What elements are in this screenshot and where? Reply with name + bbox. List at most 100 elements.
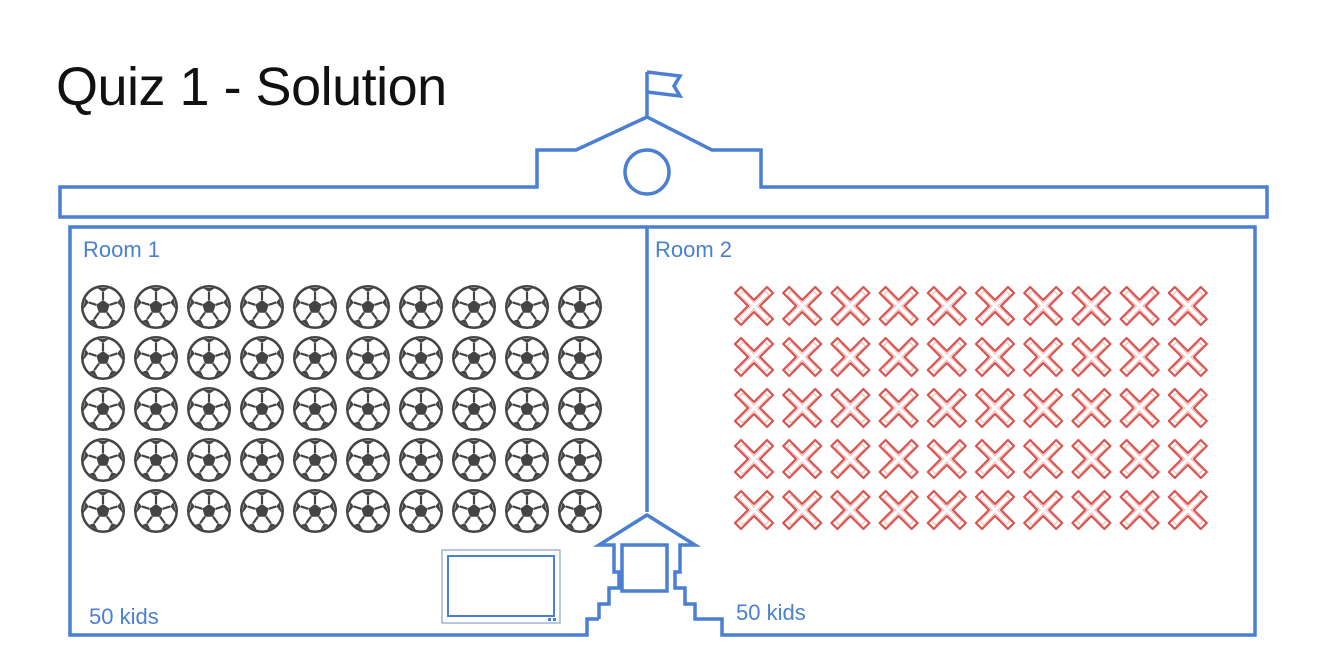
room-2-count: 50 kids <box>736 600 806 625</box>
room-1-label: Room 1 <box>83 237 160 262</box>
x-mark-icon <box>878 285 919 327</box>
soccer-ball-icon <box>238 283 286 331</box>
soccer-ball-icon <box>79 487 127 535</box>
x-mark-icon <box>733 438 775 480</box>
entrance <box>592 512 710 621</box>
soccer-ball-icon <box>238 385 286 433</box>
x-mark-icon <box>1119 489 1160 531</box>
x-mark-icon <box>1119 285 1160 327</box>
x-mark-icon <box>733 489 775 531</box>
soccer-ball-icon <box>185 385 233 433</box>
soccer-ball-icon <box>503 436 551 484</box>
soccer-ball-icon <box>291 487 339 535</box>
x-mark-icon <box>1167 489 1208 531</box>
soccer-ball-icon <box>132 334 180 382</box>
screen-icon <box>441 549 561 624</box>
x-mark-icon <box>1167 336 1208 378</box>
x-mark-icon <box>1023 285 1064 327</box>
x-mark-icon <box>926 489 967 531</box>
soccer-ball-icon <box>238 334 286 382</box>
room-walls <box>68 225 1257 637</box>
page-title: Quiz 1 - Solution <box>56 57 447 117</box>
entrance-door <box>620 543 669 593</box>
x-mark-icon <box>974 438 1016 480</box>
x-mark-icon <box>782 285 823 327</box>
soccer-ball-icon <box>185 283 233 331</box>
soccer-ball-icon <box>556 283 604 331</box>
soccer-ball-icon <box>556 334 604 382</box>
x-mark-icon <box>926 438 967 480</box>
x-mark-icon <box>782 336 823 378</box>
x-mark-icon <box>974 387 1016 429</box>
x-mark-icon <box>926 387 967 429</box>
flag-icon <box>646 70 684 99</box>
soccer-ball-icon <box>397 385 445 433</box>
x-mark-icon <box>1023 438 1064 480</box>
soccer-ball-icon <box>238 487 286 535</box>
x-mark-icon <box>1167 387 1208 429</box>
x-mark-icon <box>782 438 823 480</box>
x-mark-icon <box>974 285 1016 327</box>
soccer-ball-icon <box>185 436 233 484</box>
x-mark-icon <box>830 438 871 480</box>
soccer-ball-icon <box>79 283 127 331</box>
x-mark-icon <box>1023 387 1064 429</box>
clock-icon <box>623 148 671 196</box>
x-mark-icon <box>878 387 919 429</box>
room-2-label: Room 2 <box>655 237 732 262</box>
soccer-ball-icon <box>291 334 339 382</box>
x-mark-icon <box>1119 387 1160 429</box>
soccer-ball-icon <box>185 334 233 382</box>
soccer-ball-icon <box>450 283 498 331</box>
soccer-ball-icon <box>291 385 339 433</box>
soccer-ball-icon <box>79 334 127 382</box>
soccer-ball-icon <box>132 283 180 331</box>
x-mark-icon <box>830 387 871 429</box>
x-mark-icon <box>1071 387 1112 429</box>
soccer-ball-icon <box>450 487 498 535</box>
soccer-ball-icon <box>556 385 604 433</box>
x-mark-icon <box>830 336 871 378</box>
x-mark-icon <box>830 489 871 531</box>
room-1-count: 50 kids <box>89 604 159 629</box>
x-mark-icon <box>974 489 1016 531</box>
soccer-ball-icon <box>397 487 445 535</box>
soccer-ball-icon <box>132 487 180 535</box>
x-mark-icon <box>878 438 919 480</box>
x-mark-icon <box>1071 285 1112 327</box>
soccer-ball-icon <box>397 283 445 331</box>
x-mark-icon <box>1071 489 1112 531</box>
soccer-ball-icon <box>503 334 551 382</box>
x-mark-icon <box>878 336 919 378</box>
x-mark-icon <box>830 285 871 327</box>
soccer-ball-icon <box>185 487 233 535</box>
x-mark-icon <box>733 387 775 429</box>
x-mark-icon <box>782 489 823 531</box>
room-2-x-marks <box>733 285 1208 531</box>
x-mark-icon <box>1071 438 1112 480</box>
soccer-ball-icon <box>397 334 445 382</box>
x-mark-icon <box>926 336 967 378</box>
x-mark-icon <box>974 336 1016 378</box>
x-mark-icon <box>1071 336 1112 378</box>
roof-beam <box>58 115 1269 219</box>
soccer-ball-icon <box>344 385 392 433</box>
soccer-ball-icon <box>344 487 392 535</box>
x-mark-icon <box>1119 336 1160 378</box>
soccer-ball-icon <box>450 334 498 382</box>
x-mark-icon <box>1023 336 1064 378</box>
soccer-ball-icon <box>556 436 604 484</box>
soccer-ball-icon <box>132 385 180 433</box>
x-mark-icon <box>878 489 919 531</box>
soccer-ball-icon <box>238 436 286 484</box>
x-mark-icon <box>733 336 775 378</box>
soccer-ball-icon <box>503 487 551 535</box>
soccer-ball-icon <box>450 385 498 433</box>
x-mark-icon <box>1119 438 1160 480</box>
soccer-ball-icon <box>291 283 339 331</box>
x-mark-icon <box>733 285 775 327</box>
soccer-ball-icon <box>79 385 127 433</box>
soccer-ball-icon <box>503 283 551 331</box>
soccer-ball-icon <box>132 436 180 484</box>
